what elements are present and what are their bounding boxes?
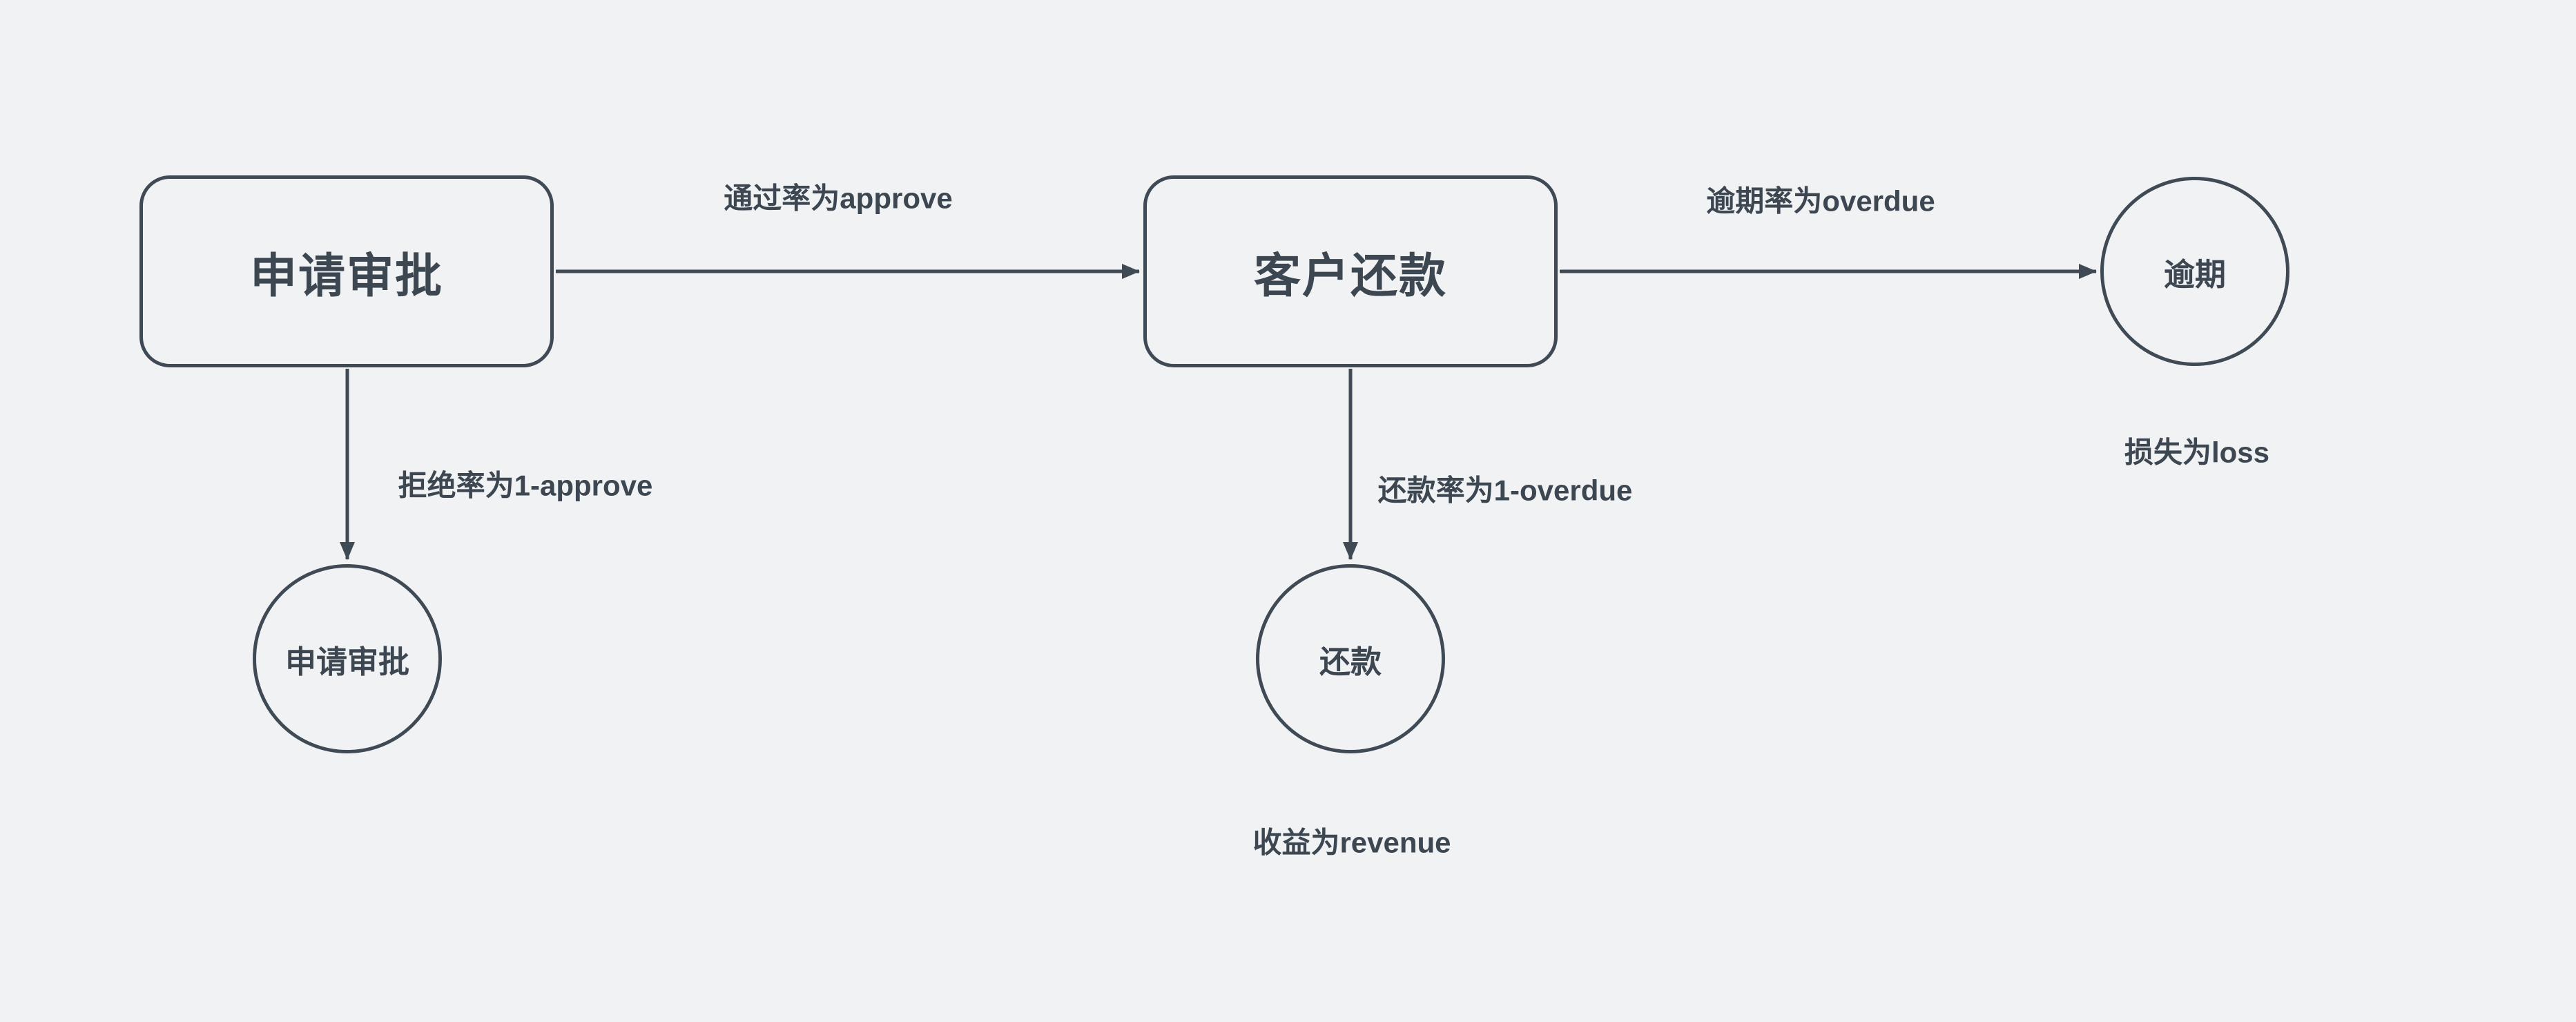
node-approval-label: 申请审批 — [249, 249, 443, 302]
node-repayment-label: 客户还款 — [1253, 249, 1447, 302]
edge-label-repay-rate[interactable]: 还款率为1-overdue — [1377, 474, 1633, 507]
edge-label-overdue-rate[interactable]: 逾期率为overdue — [1706, 184, 1935, 218]
node-approval-box[interactable]: 申请审批 — [139, 175, 554, 367]
edge-label-approve-rate[interactable]: 通过率为approve — [724, 182, 953, 215]
node-overdue-circle[interactable]: 逾期 — [2100, 177, 2289, 366]
node-repayment-box[interactable]: 客户还款 — [1143, 175, 1558, 367]
node-repaid-label: 还款 — [1319, 644, 1382, 679]
node-rejected-label: 申请审批 — [284, 644, 409, 679]
node-overdue-label: 逾期 — [2163, 256, 2226, 292]
annotation-loss[interactable]: 损失为loss — [2124, 436, 2270, 469]
annotation-revenue[interactable]: 收益为revenue — [1252, 826, 1451, 859]
node-repaid-circle[interactable]: 还款 — [1256, 564, 1445, 753]
edge-label-reject-rate[interactable]: 拒绝率为1-approve — [398, 469, 653, 502]
node-rejected-circle[interactable]: 申请审批 — [253, 564, 442, 753]
